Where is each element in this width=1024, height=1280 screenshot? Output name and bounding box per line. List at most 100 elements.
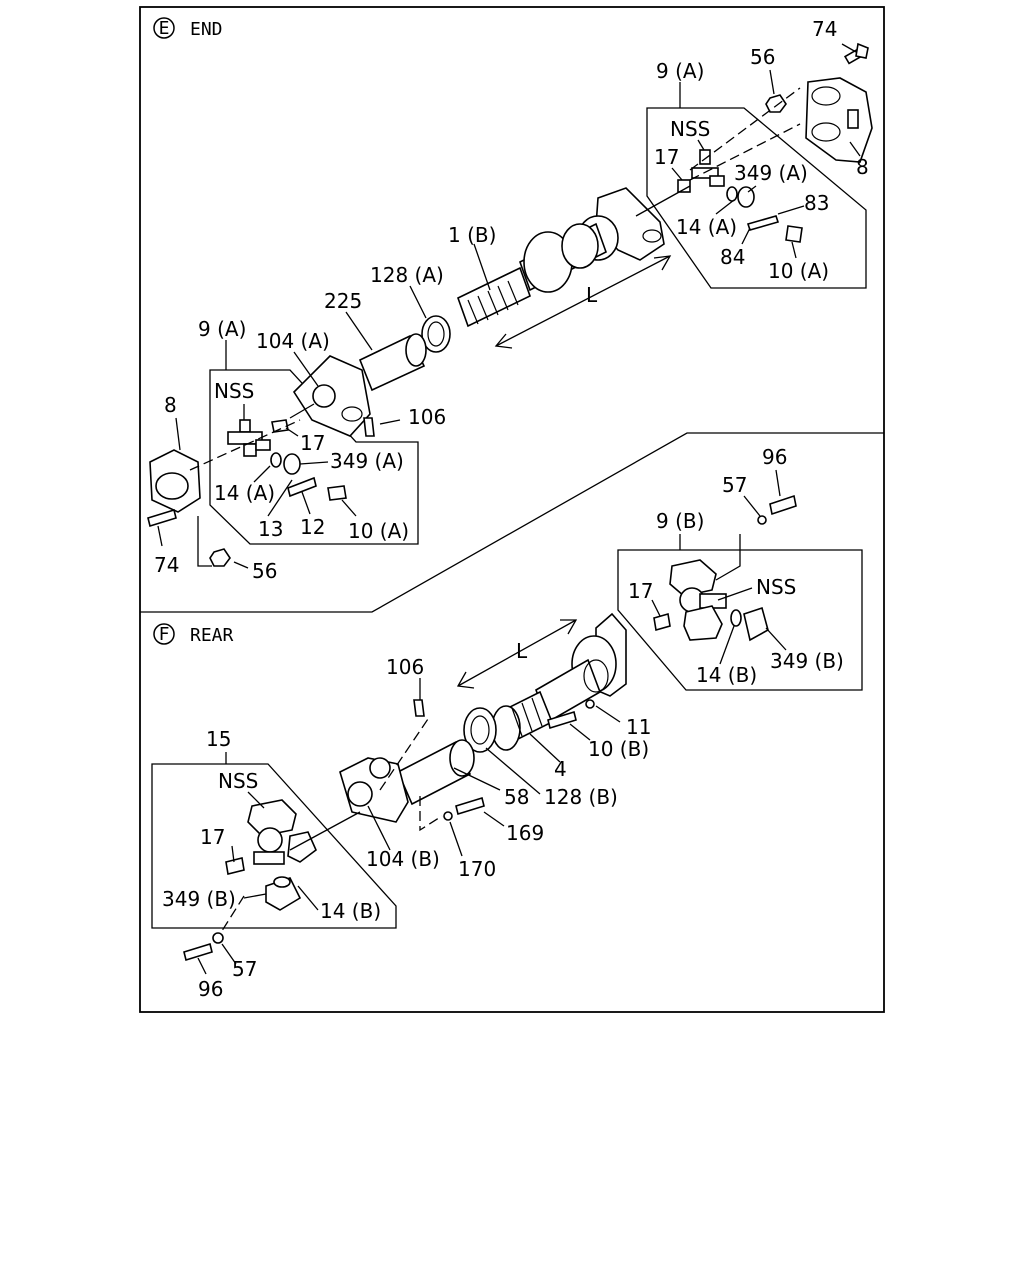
label-17-rear-left: 17 xyxy=(200,825,225,849)
diagram-frame xyxy=(139,6,885,1013)
section-end: E END xyxy=(147,17,873,583)
leader-170 xyxy=(449,821,463,857)
center-line-top-2 xyxy=(689,87,801,171)
dimension-l-rear-arrow-right xyxy=(560,619,578,635)
leader-8-left xyxy=(175,417,181,451)
bolt-169 xyxy=(455,796,485,816)
dust-ring-128a xyxy=(421,315,451,353)
section-rear-title: REAR xyxy=(190,625,234,646)
leader-56-left-label xyxy=(233,561,249,569)
label-106-top: 106 xyxy=(408,405,446,429)
label-106-rear: 106 xyxy=(386,655,424,679)
center-line-57-bottom xyxy=(219,895,245,935)
leader-10a-top xyxy=(791,241,797,259)
lock-plate-84 xyxy=(746,215,780,231)
label-13: 13 xyxy=(258,517,283,541)
leader-56-top xyxy=(769,69,775,95)
yoke-104b xyxy=(339,757,409,823)
yoke-rear-right xyxy=(535,612,627,724)
label-8-top: 8 xyxy=(856,155,869,179)
bearing-cap-349b-right xyxy=(743,606,769,642)
callout-box-9b xyxy=(617,549,863,691)
leader-14b-right xyxy=(719,625,735,665)
leader-nss-rear-left xyxy=(247,791,265,809)
label-nss-rear-left: NSS xyxy=(218,769,258,793)
washer-170 xyxy=(443,811,453,821)
lock-plate-12-13 xyxy=(287,476,317,498)
seal-14b-right xyxy=(730,609,742,627)
leader-106-top xyxy=(379,419,401,425)
section-rear: F REAR xyxy=(151,445,863,1001)
label-9a-left: 9 (A) xyxy=(198,317,246,341)
center-line-left xyxy=(189,419,301,471)
label-12: 12 xyxy=(300,515,325,539)
label-17-top: 17 xyxy=(654,145,679,169)
label-14b-right: 14 (B) xyxy=(696,663,757,687)
washer-11 xyxy=(585,699,595,709)
label-349a-left: 349 (A) xyxy=(330,449,404,473)
callout-box-15 xyxy=(151,763,397,929)
leader-8-top xyxy=(849,141,861,157)
leader-14a-top xyxy=(715,199,735,215)
label-11: 11 xyxy=(626,715,651,739)
leader-96-top xyxy=(775,469,781,497)
center-line-top xyxy=(689,123,801,181)
bolt-96-bottom xyxy=(183,942,213,962)
leader-14a-left xyxy=(253,465,271,483)
label-349b-left: 349 (B) xyxy=(162,887,236,911)
leader-74-top xyxy=(841,43,857,53)
bolt-17-rear-left xyxy=(225,857,245,875)
nut-56-top xyxy=(765,94,787,113)
bolt-10a-top xyxy=(785,225,803,243)
shaft-tube-58 xyxy=(396,739,475,806)
section-rear-marker-circle xyxy=(153,623,175,645)
cross-joint-left xyxy=(227,419,271,457)
leader-56-left xyxy=(197,516,212,567)
label-9b: 9 (B) xyxy=(656,509,704,533)
label-15: 15 xyxy=(206,727,231,751)
dimension-l-rear-arrow-left xyxy=(456,671,475,689)
leader-349b-right xyxy=(765,627,787,651)
label-58: 58 xyxy=(504,785,529,809)
label-349a-top: 349 (A) xyxy=(734,161,808,185)
seal-14a-left xyxy=(270,452,282,468)
cross-joint-left-rear xyxy=(247,799,317,865)
dimension-l-top-arrow-right xyxy=(653,255,672,271)
label-74-left: 74 xyxy=(154,553,179,577)
leader-11 xyxy=(595,705,621,723)
leader-349a-top xyxy=(747,185,757,193)
leader-nss-top xyxy=(697,139,705,151)
label-104b: 104 (B) xyxy=(366,847,440,871)
seal-14a-top xyxy=(726,186,738,202)
label-56-top: 56 xyxy=(750,45,775,69)
label-57-bottom: 57 xyxy=(232,957,257,981)
leader-17-right xyxy=(651,599,661,617)
leader-128a xyxy=(409,285,427,319)
leader-13 xyxy=(267,479,293,517)
leader-1b xyxy=(473,243,491,291)
leader-4 xyxy=(529,733,561,763)
label-84: 84 xyxy=(720,245,745,269)
label-83: 83 xyxy=(804,191,829,215)
label-10a-left: 10 (A) xyxy=(348,519,409,543)
dust-ring-128b xyxy=(463,707,497,753)
label-225: 225 xyxy=(324,289,362,313)
label-8-left: 8 xyxy=(164,393,177,417)
dimension-l-rear xyxy=(457,619,577,687)
cross-joint-top xyxy=(677,149,725,193)
leader-12 xyxy=(301,491,311,515)
callout-box-9a-top xyxy=(646,107,867,289)
bolt-10a-left xyxy=(327,485,347,501)
section-divider xyxy=(140,432,884,613)
seal-14b-left xyxy=(273,876,291,888)
bolt-96-top xyxy=(769,494,797,516)
leader-58 xyxy=(453,767,501,791)
grease-fitting-106-rear xyxy=(413,699,425,717)
label-nss-left: NSS xyxy=(214,379,254,403)
label-1b: 1 (B) xyxy=(448,223,496,247)
bearing-cup-349a-top xyxy=(737,186,755,208)
label-128a: 128 (A) xyxy=(370,263,444,287)
label-56-left: 56 xyxy=(252,559,277,583)
center-line-cross-left xyxy=(289,811,361,851)
bolt-10b xyxy=(547,710,577,730)
